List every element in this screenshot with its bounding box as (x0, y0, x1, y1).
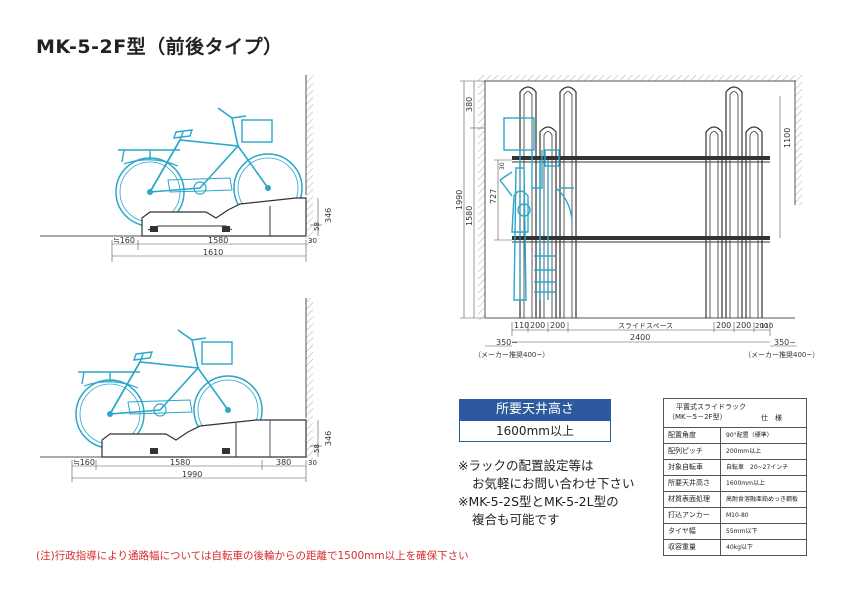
dim-200e: 200 (755, 322, 768, 330)
spec-row: 収容重量 40kg以下 (664, 540, 806, 555)
spec-value: 自転車 20~27インチ (726, 464, 789, 471)
dim-left: ≒160 (113, 236, 135, 245)
right-clearance-note: （メーカー推奨400~） (744, 350, 819, 359)
ceiling-height-value: 1600mm以上 (459, 421, 611, 442)
note-line-4: 複合も可能です (472, 512, 560, 527)
dim-200a: 200 (530, 321, 545, 330)
dim-200c: 200 (716, 321, 731, 330)
dim-total-2: 1990 (182, 470, 202, 479)
spec-caption: 平置式スライドラック （MK－5－2F型） 仕 様 (664, 399, 806, 428)
ceiling-height-header: 所要天井高さ (459, 399, 611, 421)
spec-row: 配列ピッチ 200mm以上 (664, 444, 806, 460)
spec-value: 55mm以下 (726, 528, 758, 535)
spec-key: 材質表面処理 (664, 492, 721, 507)
spec-value: 90°配置（標準） (726, 432, 773, 439)
spec-caption-label: 仕 様 (761, 414, 782, 422)
spec-row: 打込アンカー M10-80 (664, 508, 806, 524)
spec-key: タイヤ幅 (664, 524, 721, 539)
dim-right-2: 30 (308, 459, 317, 467)
spec-key: 収容重量 (664, 540, 721, 555)
spec-row: 材質表面処理高耐食溶融亜鉛めっき鋼板 (664, 492, 806, 508)
note-line-2: お気軽にお問い合わせ下さい (472, 476, 635, 491)
dim-left-2: ≒160 (73, 458, 95, 467)
dim-base: 1580 (208, 236, 228, 245)
dim-height: 346 (324, 208, 333, 223)
spec-value: 高耐食溶融亜鉛めっき鋼板 (726, 496, 799, 503)
dim-height-2: 346 (324, 431, 333, 446)
spec-row: 対象自転車自転車 20~27インチ (664, 460, 806, 476)
dim-200d: 200 (736, 321, 751, 330)
dim-200b: 200 (550, 321, 565, 330)
dim-base-2: 1580 (170, 458, 190, 467)
front-view: 1990 1580 380 727 30 1100 110 200 200 スラ… (455, 75, 819, 359)
side-view-bottom: ≒160 1580 380 30 1990 58 346 (40, 298, 333, 482)
spec-caption-title: 平置式スライドラック (676, 403, 746, 411)
page-title: MK-5-2F型（前後タイプ） (36, 36, 283, 58)
spec-value: 40kg以下 (726, 544, 753, 551)
dim-small-2: 58 (313, 444, 321, 453)
footnote: (注)行政指導により通路幅については自転車の後輪からの距離で1500mm以上を確… (36, 550, 469, 562)
left-clearance-note: （メーカー推奨400~） (474, 350, 549, 359)
dim-110: 110 (514, 321, 529, 330)
spec-value: 1600mm以上 (726, 480, 765, 487)
spec-key: 対象自転車 (664, 460, 721, 475)
spec-key: 配置角度 (664, 428, 721, 443)
dim-h1990: 1990 (455, 190, 464, 210)
right-clearance: 350~ (774, 338, 796, 347)
dim-right: 30 (308, 237, 317, 245)
note-line-3: ※MK-5-2S型とMK-5-2L型の (458, 494, 619, 509)
dim-h30: 30 (499, 162, 506, 170)
spec-row: 配置角度 90°配置（標準） (664, 428, 806, 444)
spec-row: 所要天井高さ 1600mm以上 (664, 476, 806, 492)
spec-key: 所要天井高さ (664, 476, 721, 491)
dim-small: 58 (313, 222, 321, 231)
dim-total: 1610 (203, 248, 223, 257)
spec-value: M10-80 (726, 512, 749, 519)
ceiling-height-box: 所要天井高さ 1600mm以上 (459, 399, 611, 442)
dim-slide-2: 380 (276, 458, 291, 467)
dim-h380: 380 (465, 97, 474, 112)
dim-h1580: 1580 (465, 206, 474, 226)
left-clearance: 350~ (496, 338, 518, 347)
spec-value: 200mm以上 (726, 448, 762, 455)
dim-h727: 727 (489, 189, 498, 204)
spec-key: 打込アンカー (664, 508, 721, 523)
dim-110b: 110 (760, 322, 773, 330)
side-view-top: ≒160 1580 30 1610 58 346 (40, 75, 333, 262)
note-line-1: ※ラックの配置設定等は (458, 458, 594, 473)
spec-caption-model: （MK－5－2F型） (668, 413, 727, 421)
dim-slide-space: スライドスペース (618, 322, 673, 330)
dim-2400: 2400 (630, 333, 650, 342)
dim-h1100: 1100 (783, 128, 792, 148)
spec-row: タイヤ幅 55mm以下 (664, 524, 806, 540)
spec-key: 配列ピッチ (664, 444, 721, 459)
